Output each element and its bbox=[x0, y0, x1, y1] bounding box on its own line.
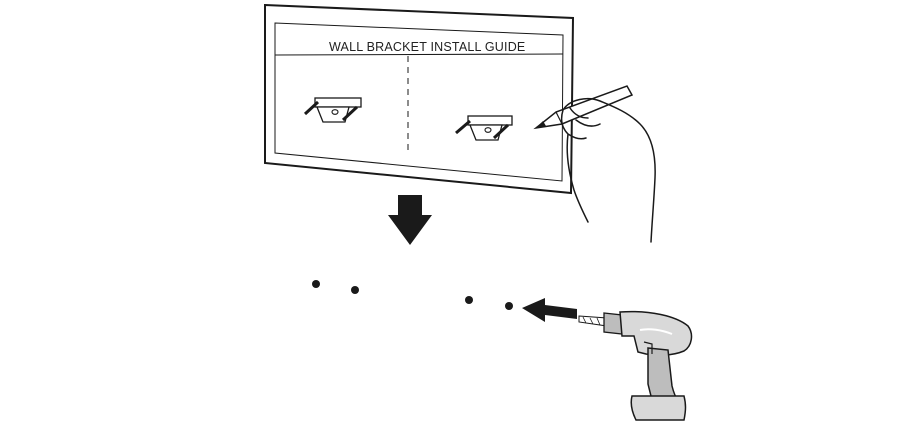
pencil-icon bbox=[533, 85, 634, 130]
drill-icon bbox=[578, 310, 693, 421]
drill-highlight bbox=[639, 328, 673, 335]
arrow-down-icon bbox=[388, 195, 432, 245]
template-inner-border bbox=[274, 22, 564, 182]
drill-battery bbox=[630, 395, 687, 421]
arrow-left-icon bbox=[522, 298, 577, 322]
pencil-tip-line bbox=[555, 111, 563, 125]
bracket-right-screw-b bbox=[492, 123, 510, 140]
bracket-left-plate bbox=[314, 97, 362, 108]
drill-grip bbox=[647, 347, 680, 401]
wall-mark-2 bbox=[351, 286, 359, 294]
pencil-lead bbox=[536, 121, 546, 128]
bracket-right-screw-a bbox=[455, 119, 471, 135]
guide-title: WALL BRACKET INSTALL GUIDE bbox=[329, 40, 525, 54]
hand-with-pencil bbox=[533, 85, 656, 243]
wall-mark-4 bbox=[505, 302, 513, 310]
bracket-left-screw-a bbox=[303, 100, 320, 116]
hand-icon bbox=[560, 98, 656, 243]
drill-chuck bbox=[603, 312, 623, 335]
bracket-right bbox=[455, 115, 513, 141]
wall-mark-3 bbox=[465, 296, 473, 304]
wall-mark-1 bbox=[312, 280, 320, 288]
bracket-left bbox=[303, 97, 362, 123]
template-sheet-outline bbox=[264, 3, 575, 195]
drill-trigger bbox=[643, 341, 653, 354]
template-header-divider bbox=[274, 53, 564, 56]
bracket-left-screw-b bbox=[341, 105, 359, 122]
bracket-left-hole bbox=[331, 109, 339, 115]
bracket-right-hole bbox=[484, 127, 492, 133]
wall-marks bbox=[312, 280, 513, 310]
paper-template: WALL BRACKET INSTALL GUIDE bbox=[264, 3, 575, 195]
bracket-right-plate bbox=[467, 115, 513, 126]
